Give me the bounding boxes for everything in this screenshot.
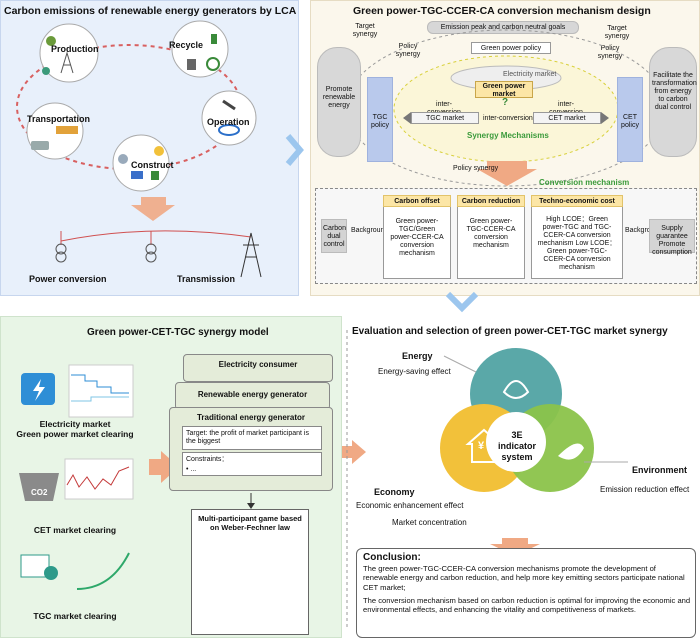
carbon-reduction-card: Carbon reduction Green power-TGC-CCER-CA… xyxy=(457,195,525,279)
policy-synergy-right: Policy synergy xyxy=(597,45,623,60)
energy-effect-label: Energy-saving effect xyxy=(378,367,451,376)
lca-cycle-graphic xyxy=(16,20,262,278)
tgc-clearing-label: TGC market clearing xyxy=(33,611,117,621)
eval-graphic xyxy=(342,348,628,556)
promote-renewable: Promote renewable energy xyxy=(317,47,361,157)
facilitate-transformation: Facilitate the transformation from energ… xyxy=(649,47,697,157)
techno-title: Techno-economic cost xyxy=(539,198,615,205)
eval-panel: Evaluation and selection of green power-… xyxy=(342,316,700,638)
carbon-reduction-title: Carbon reduction xyxy=(461,198,521,205)
stage-operation: Operation xyxy=(207,117,250,127)
cet-policy-box: CET policy xyxy=(617,77,643,162)
green-clearing-label: Green power market clearing xyxy=(16,429,134,439)
stage-recycle: Recycle xyxy=(169,40,204,50)
cet-market-box: CET market xyxy=(533,112,601,124)
carbon-dual-control-box: Carbon dual control xyxy=(321,219,347,253)
model-panel: Green power-CET-TGC synergy model Electr… xyxy=(0,316,342,638)
synergy-mechanisms-label: Synergy Mechanisms xyxy=(467,131,549,140)
background-right: Background xyxy=(625,227,663,234)
env-effect-label: Emission reduction effect xyxy=(600,485,690,494)
policy-synergy-left: Policy synergy xyxy=(395,43,421,58)
mechanism-panel: Green power-TGC-CCER-CA conversion mecha… xyxy=(310,0,700,296)
target-synergy-right: Target synergy xyxy=(604,25,630,40)
green-power-policy: Green power policy xyxy=(471,42,551,54)
carbon-offset-card: Carbon offset Green power-TGC/Green powe… xyxy=(383,195,451,279)
conclusion-heading: Conclusion: xyxy=(363,552,421,563)
model-title: Green power-CET-TGC synergy model xyxy=(87,327,269,338)
currency-symbol: ¥ xyxy=(478,440,485,452)
target-box: Target: the profit of market participant… xyxy=(182,426,322,450)
supply-guarantee-box: Supply guarantee Promote consumption xyxy=(649,219,695,256)
policy-synergy-bottom: Policy synergy xyxy=(453,165,499,172)
conversion-mechanism-label: Conversion mechanism xyxy=(539,178,630,187)
stage-production: Production xyxy=(51,44,99,54)
game-box: Multi-participant game based on Weber-Fe… xyxy=(191,509,309,635)
constraints-box: Constraints： • ... xyxy=(182,452,322,476)
green-power-market-box: Green power market xyxy=(475,81,533,98)
economy-label: Economy xyxy=(374,487,415,497)
econ-effect-label: Economic enhancement effect xyxy=(356,501,464,510)
stage-construct: Construct xyxy=(131,160,174,170)
cet-clearing-label: CET market clearing xyxy=(33,525,117,535)
carbon-offset-text: Green power-TGC/Green power-CCER-CA conv… xyxy=(390,218,444,257)
tgc-market-box: TGC market xyxy=(411,112,479,124)
electricity-market-label: Electricity market xyxy=(503,71,557,78)
inter-conversion-mid: inter-conversion xyxy=(483,115,533,122)
environment-label: Environment xyxy=(632,465,688,475)
eval-title: Evaluation and selection of green power-… xyxy=(352,326,668,337)
techno-text: High LCOE：Green power-TGC and TGC-CCER-C… xyxy=(537,216,617,271)
conclusion-box: Conclusion: The green power-TGC-CCER-CA … xyxy=(356,548,696,638)
carbon-offset-title: Carbon offset xyxy=(394,198,440,205)
background-left: Background xyxy=(351,227,389,234)
stage-transportation: Transportation xyxy=(27,114,91,124)
indicator-label: 3E indicator system xyxy=(497,430,536,462)
electricity-market-label: Electricity market xyxy=(39,419,111,429)
mechanism-graphic xyxy=(345,29,667,187)
renewable-card: Renewable energy generator xyxy=(175,382,330,410)
conclusion-p2: The conversion mechanism based on carbon… xyxy=(363,596,691,615)
emission-goals: Emission peak and carbon neutral goals xyxy=(427,21,579,34)
target-synergy-left: Target synergy xyxy=(352,23,378,38)
consumer-card: Electricity consumer xyxy=(183,354,333,382)
conclusion-p1: The green power-TGC-CCER-CA conversion m… xyxy=(363,564,685,592)
carbon-reduction-text: Green power-TGC-CCER-CA conversion mecha… xyxy=(466,218,516,249)
transmission-label: Transmission xyxy=(177,274,236,284)
co2-label: CO2 xyxy=(31,488,48,497)
energy-label: Energy xyxy=(402,351,433,361)
market-concentration-label: Market concentration xyxy=(392,518,467,527)
tgc-policy-box: TGC policy xyxy=(367,77,393,162)
techno-card: Techno-economic cost High LCOE：Green pow… xyxy=(531,195,623,279)
question-mark: ? xyxy=(502,97,509,108)
power-conversion-label: Power conversion xyxy=(29,274,107,284)
mechanism-title: Green power-TGC-CCER-CA conversion mecha… xyxy=(353,5,651,17)
lca-title: Carbon emissions of renewable energy gen… xyxy=(4,5,297,17)
lca-panel: Carbon emissions of renewable energy gen… xyxy=(0,0,299,296)
traditional-card: Traditional energy generator Target: the… xyxy=(169,407,333,491)
